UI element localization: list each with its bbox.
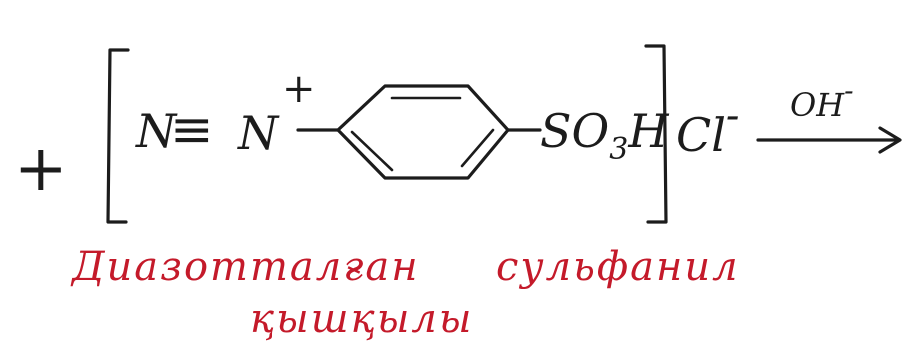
triple-bond: ≡	[170, 100, 214, 160]
substituent-subscript: 3	[609, 132, 629, 167]
counter-ion-symbol: Cl	[676, 108, 726, 162]
n-positive-charge: +	[282, 66, 316, 112]
ring-double-bond-right	[460, 128, 495, 168]
reaction-condition: OH-	[790, 74, 854, 124]
caption-word-sulfanilic: сульфанил	[496, 244, 740, 290]
n-atom-right: N	[238, 106, 279, 160]
caption-word-diazotized: Диазотталған	[72, 244, 420, 290]
substituent-h: H	[628, 104, 669, 158]
reaction-arrow-head	[878, 126, 902, 154]
n-atom-left: N	[136, 104, 177, 158]
counter-ion-charge: -	[725, 93, 740, 139]
condition-charge: -	[844, 74, 854, 107]
counter-ion: Cl-	[676, 93, 739, 162]
substituent-so: SO	[540, 104, 610, 158]
plus-sign: +	[14, 132, 68, 206]
condition-symbol: OH	[790, 86, 845, 124]
right-bracket	[644, 44, 668, 224]
substituent-group: SO3H	[540, 104, 669, 167]
ring-double-bond-left	[350, 130, 394, 172]
benzene-ring	[336, 84, 510, 180]
left-bracket	[106, 48, 130, 224]
caption-word-acid: қышқылы	[250, 296, 474, 342]
